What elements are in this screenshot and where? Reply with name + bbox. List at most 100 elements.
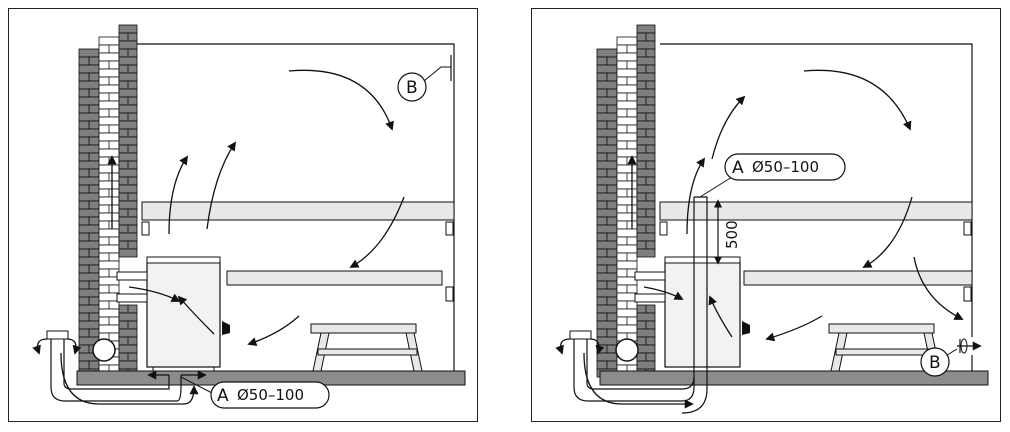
brick xyxy=(118,232,138,242)
brick xyxy=(596,304,618,314)
brick xyxy=(78,240,100,250)
brick xyxy=(98,276,120,286)
brick xyxy=(636,136,656,146)
brick xyxy=(596,320,618,330)
air-duct-outer xyxy=(50,337,182,402)
dimension-text: 500 xyxy=(723,220,741,249)
brick xyxy=(636,184,656,194)
brick xyxy=(118,40,138,50)
airflow-arrows xyxy=(555,69,982,409)
brick xyxy=(636,56,656,66)
brick xyxy=(78,128,100,138)
brick xyxy=(118,360,138,370)
brick xyxy=(636,312,656,322)
upper-bench xyxy=(659,201,973,221)
brick xyxy=(636,344,656,354)
brick xyxy=(616,148,638,158)
upper-bench-bracket-left xyxy=(659,221,668,236)
brick xyxy=(596,352,618,362)
brick xyxy=(98,132,120,142)
brick xyxy=(616,260,638,270)
brick xyxy=(118,248,138,258)
chimney-cleanout xyxy=(615,338,639,362)
flue-pipe xyxy=(634,271,666,281)
brick xyxy=(596,240,618,250)
brick xyxy=(98,228,120,238)
brick xyxy=(78,96,100,106)
brick xyxy=(636,72,656,82)
sauna-stove xyxy=(146,261,221,368)
brick xyxy=(98,260,120,270)
label-a-letter: A xyxy=(217,386,229,406)
air-duct-outer xyxy=(573,197,695,402)
brick xyxy=(636,328,656,338)
brick xyxy=(616,116,638,126)
brick xyxy=(118,24,138,34)
brick xyxy=(616,52,638,62)
brick xyxy=(78,176,100,186)
brick xyxy=(636,88,656,98)
bench-stool xyxy=(310,323,423,372)
brick xyxy=(118,72,138,82)
brick xyxy=(98,148,120,158)
brick xyxy=(596,224,618,234)
brick xyxy=(78,320,100,330)
brick xyxy=(78,144,100,154)
lower-bench xyxy=(743,270,973,286)
brick xyxy=(118,120,138,130)
brick xyxy=(98,324,120,334)
brick xyxy=(636,232,656,242)
brick xyxy=(78,112,100,122)
brick xyxy=(98,292,120,302)
sauna-stove xyxy=(664,261,741,368)
brick xyxy=(98,164,120,174)
brick xyxy=(98,244,120,254)
brick xyxy=(616,276,638,286)
air-duct-inner xyxy=(63,337,170,390)
room-outline xyxy=(660,43,973,337)
air-intake-cap xyxy=(569,330,592,340)
brick xyxy=(616,308,638,318)
brick xyxy=(596,64,618,74)
brick xyxy=(596,96,618,106)
brick xyxy=(78,80,100,90)
lower-bench xyxy=(226,270,443,286)
brick xyxy=(596,80,618,90)
stove-top xyxy=(664,256,741,264)
brick xyxy=(636,200,656,210)
label-b-circle xyxy=(397,72,427,102)
left-diagram-svg: B A Ø50–100 xyxy=(32,24,466,409)
brick xyxy=(118,200,138,210)
brick xyxy=(98,36,120,46)
brick xyxy=(118,104,138,114)
brick xyxy=(596,112,618,122)
brick xyxy=(616,132,638,142)
brick xyxy=(596,272,618,282)
brick xyxy=(118,184,138,194)
brick xyxy=(596,144,618,154)
brick xyxy=(78,288,100,298)
brick xyxy=(616,68,638,78)
brick xyxy=(118,168,138,178)
brick xyxy=(118,216,138,226)
brick xyxy=(98,100,120,110)
room-outline xyxy=(137,43,455,371)
brick xyxy=(616,180,638,190)
label-b-circle xyxy=(920,347,950,377)
brick xyxy=(596,256,618,266)
brick xyxy=(98,84,120,94)
label-a-letter: A xyxy=(732,158,744,178)
brick xyxy=(636,216,656,226)
stove-control-knob xyxy=(742,321,750,335)
flue-pipe xyxy=(116,271,148,281)
label-a-text: Ø50–100 xyxy=(237,386,304,404)
brick xyxy=(596,288,618,298)
brick xyxy=(78,160,100,170)
chimney-cleanout xyxy=(92,338,116,362)
brick xyxy=(636,360,656,370)
brick xyxy=(636,120,656,130)
right-diagram-svg: 500 B A Ø50–100 xyxy=(555,24,989,414)
brick-wall xyxy=(78,24,138,378)
stove-top xyxy=(146,256,221,264)
brick xyxy=(616,292,638,302)
